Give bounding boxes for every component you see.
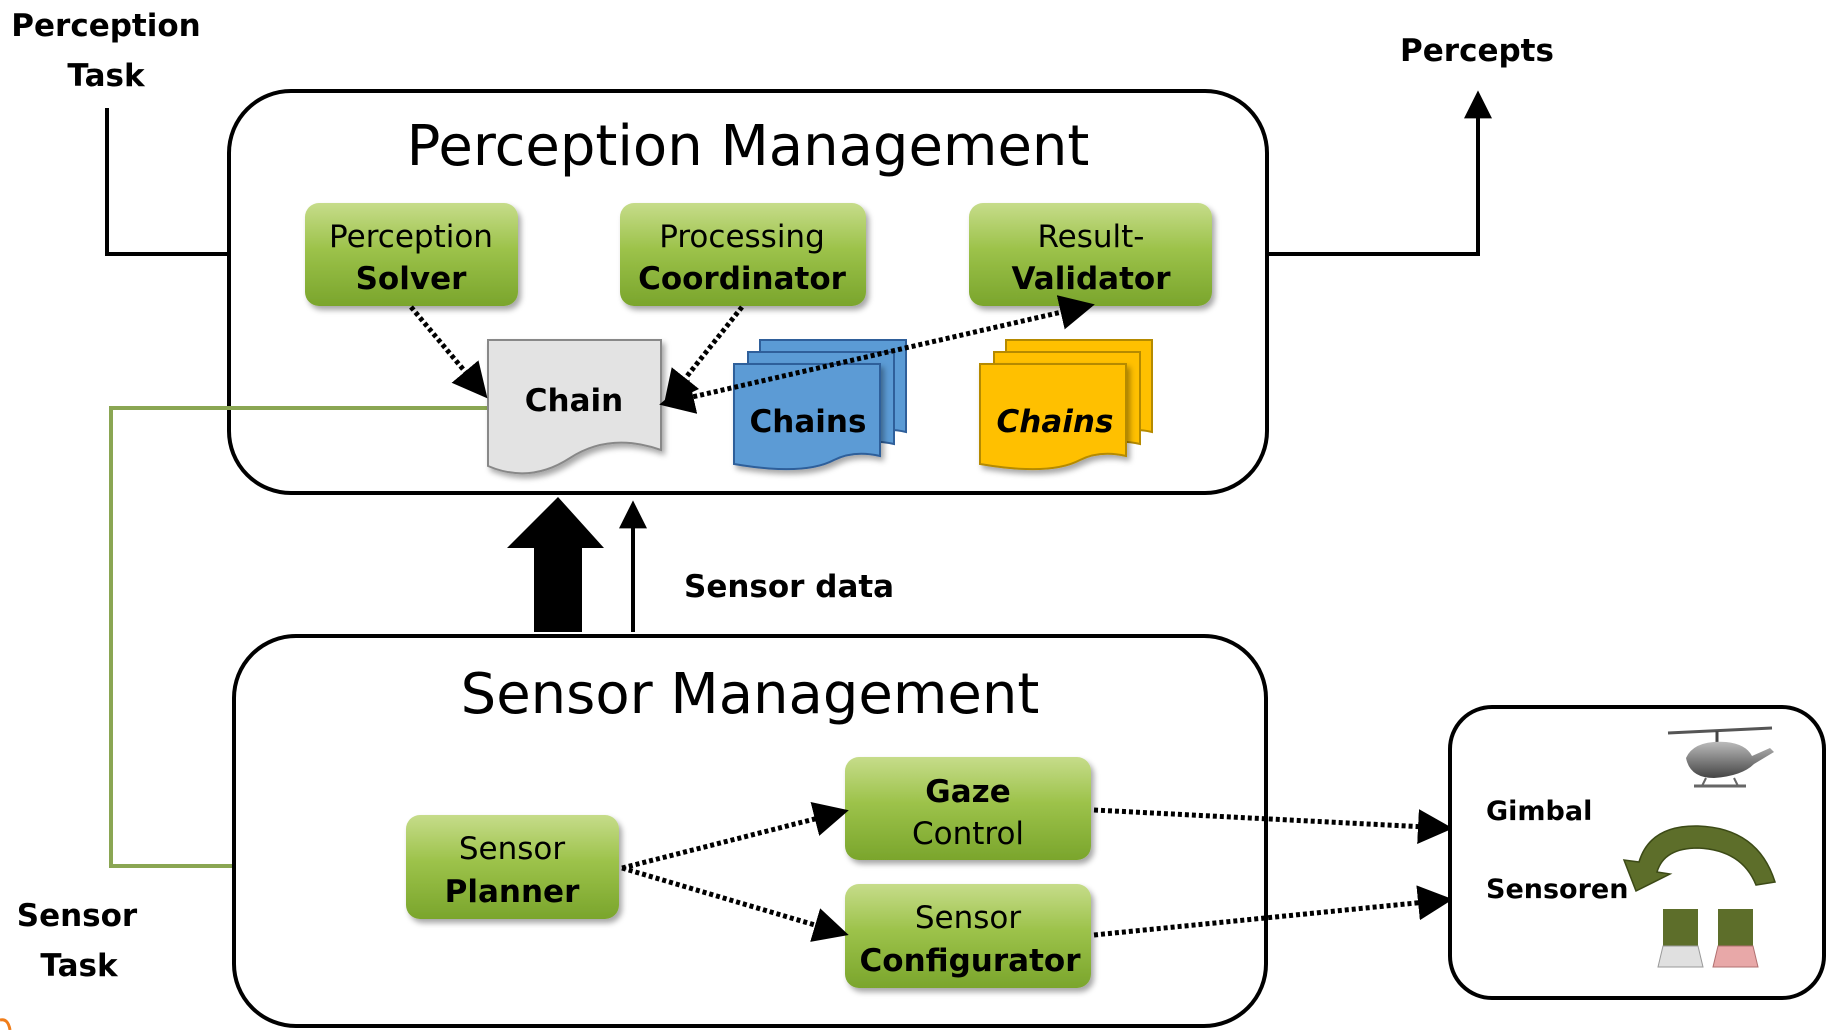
- perception-task-label-line2: Task: [67, 58, 146, 94]
- result-validator-box: Result- Validator: [969, 203, 1212, 306]
- sensor-management-title: Sensor Management: [461, 662, 1040, 727]
- percepts-arrow: [1213, 90, 1492, 256]
- sensor-camera-icon-right: [1712, 909, 1759, 968]
- processing-coordinator-line2: Coordinator: [638, 261, 847, 297]
- configurator-to-platform-arrow: [1093, 885, 1453, 938]
- solver-to-chain-arrow: [409, 305, 488, 399]
- chains-blue-stack: Chains: [733, 339, 907, 471]
- perception-solver-line1: Perception: [329, 219, 493, 255]
- sensor-planner-line1: Sensor: [459, 831, 566, 867]
- gaze-control-line1: Gaze: [925, 774, 1010, 810]
- gaze-control-box: Gaze Control: [845, 757, 1091, 860]
- sensor-task-label-line2: Task: [40, 948, 119, 984]
- chains-yellow-stack: Chains: [979, 339, 1153, 471]
- processing-coordinator-box: Processing Coordinator: [620, 203, 866, 306]
- sensor-data-label: Sensor data: [684, 569, 894, 605]
- chain-label: Chain: [525, 383, 623, 419]
- sensor-planner-box: Sensor Planner: [406, 815, 619, 919]
- chain-document: Chain: [487, 339, 662, 475]
- chains-yellow-label: Chains: [997, 404, 1114, 440]
- result-validator-line2: Validator: [1012, 261, 1172, 297]
- chain-to-validator-arrow: [659, 295, 1095, 414]
- sensor-planner-line2: Planner: [445, 874, 580, 910]
- perception-solver-box: Perception Solver: [305, 203, 518, 306]
- sensor-camera-icon-left: [1657, 909, 1704, 968]
- sensor-configurator-box: Sensor Configurator: [845, 884, 1091, 988]
- perception-task-label-line1: Perception: [11, 8, 200, 44]
- gaze-control-line2: Control: [912, 816, 1024, 852]
- perception-solver-line2: Solver: [356, 261, 467, 297]
- percepts-label: Percepts: [1400, 33, 1554, 69]
- result-validator-line1: Result-: [1038, 219, 1145, 255]
- gimbal-label: Gimbal: [1486, 796, 1592, 827]
- sensor-task-label-line1: Sensor: [17, 898, 138, 934]
- sensor-configurator-line2: Configurator: [860, 943, 1082, 979]
- planner-to-configurator-arrow: [621, 865, 849, 942]
- sensor-configurator-line1: Sensor: [915, 900, 1022, 936]
- gaze-to-platform-arrow: [1093, 807, 1453, 845]
- helicopter-icon: [1667, 726, 1774, 788]
- sensor-data-thick-arrow: [507, 497, 604, 632]
- rotate-arrow-icon: [1622, 825, 1776, 893]
- sensoren-label: Sensoren: [1486, 874, 1628, 905]
- corner-mark: [0, 1018, 12, 1031]
- planner-to-gaze-arrow: [621, 801, 849, 871]
- perception-management-title: Perception Management: [407, 114, 1090, 179]
- processing-coordinator-line1: Processing: [659, 219, 825, 255]
- chains-blue-label: Chains: [750, 404, 867, 440]
